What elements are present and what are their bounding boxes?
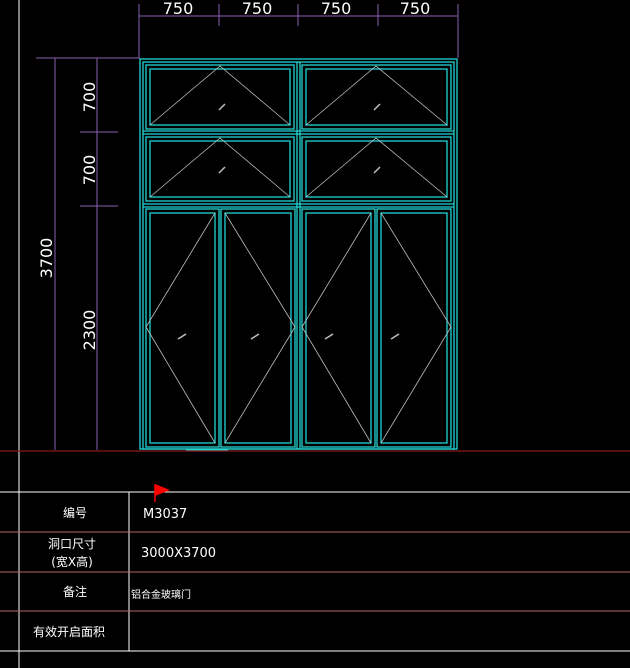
table-value-id: M3037	[143, 507, 187, 522]
schedule-table	[0, 491, 630, 652]
table-label-opening-size: 洞口尺寸	[48, 537, 96, 551]
top-sash-left-row1	[145, 64, 295, 130]
left-dimension-1: 700	[80, 82, 99, 113]
top-sash-right-row2	[301, 136, 452, 202]
door-leaf-3	[301, 208, 376, 448]
handle-icon	[324, 333, 334, 340]
flag-icon	[154, 484, 170, 502]
top-dimension-4: 750	[400, 0, 431, 18]
top-sash-right-row1	[301, 64, 452, 130]
top-dimension-3: 750	[321, 0, 352, 18]
handle-icon	[373, 103, 381, 111]
top-sash-left-row2	[145, 136, 295, 202]
top-dimension-1: 750	[163, 0, 194, 18]
table-label-remark: 备注	[63, 584, 87, 599]
door-frame	[139, 58, 458, 450]
table-label-opening-size-unit: (宽X高)	[51, 554, 93, 569]
left-dimension-chain	[36, 57, 140, 450]
table-value-opening-size: 3000X3700	[141, 546, 216, 561]
side-hung-opening-lines	[145, 212, 452, 444]
table-label-id: 编号	[63, 505, 87, 520]
left-dimension-2: 700	[80, 155, 99, 186]
door-leaf-1	[145, 208, 220, 448]
top-dimension-2: 750	[242, 0, 273, 18]
handle-icon	[373, 166, 381, 174]
handle-icon	[218, 166, 226, 174]
door-leaf-4	[376, 208, 452, 448]
top-hung-opening-lines	[149, 65, 448, 198]
table-value-remark: 铝合金玻璃门	[131, 588, 191, 601]
handle-icon	[390, 333, 400, 340]
handle-icon	[250, 333, 260, 340]
top-dimension-chain	[138, 4, 459, 58]
handle-icon	[177, 333, 187, 340]
left-overall-dimension: 3700	[37, 238, 56, 279]
table-label-effective-area: 有效开启面积	[33, 624, 105, 639]
handle-icons	[177, 103, 400, 340]
handle-icon	[218, 103, 226, 111]
left-dimension-3: 2300	[80, 310, 99, 351]
door-leaf-2	[220, 208, 296, 448]
